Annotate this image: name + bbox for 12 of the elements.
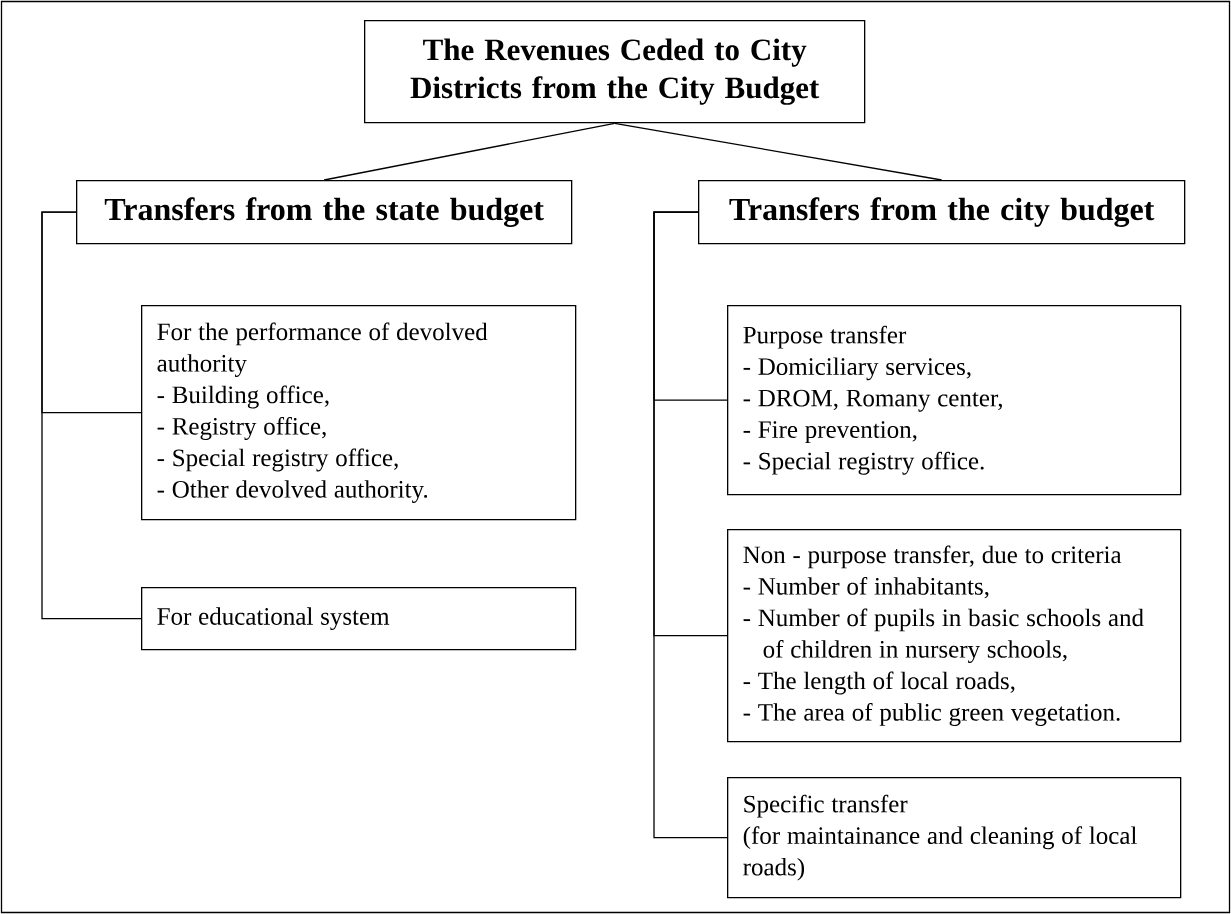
connector-line	[41, 211, 142, 620]
item-box: For educational system	[141, 587, 577, 651]
category-box: Transfers from the state budget	[76, 180, 573, 245]
title-box: The Revenues Ceded to City Districts from the City Budget	[364, 20, 866, 124]
item-box: Specific transfer (for maintainance and cleaning of local roads)	[727, 777, 1182, 899]
connector-line	[614, 122, 943, 181]
connector-line	[323, 122, 616, 181]
item-box: Non - purpose transfer, due to criteria - Number of inhabitants, - Number of pupils in basic schools and of children in nursery schools, - The length of local roads, - The area of public green vegetation.	[727, 529, 1182, 743]
item-box: For the performance of devolved authority - Building office, - Registry office, - Special registry office, - Other devolved authority.	[141, 305, 577, 521]
category-box: Transfers from the city budget	[698, 180, 1186, 245]
item-box: Purpose transfer - Domiciliary services, - DROM, Romany center, - Fire prevention, - Special registry office.	[727, 305, 1182, 496]
connector-line	[653, 211, 728, 839]
